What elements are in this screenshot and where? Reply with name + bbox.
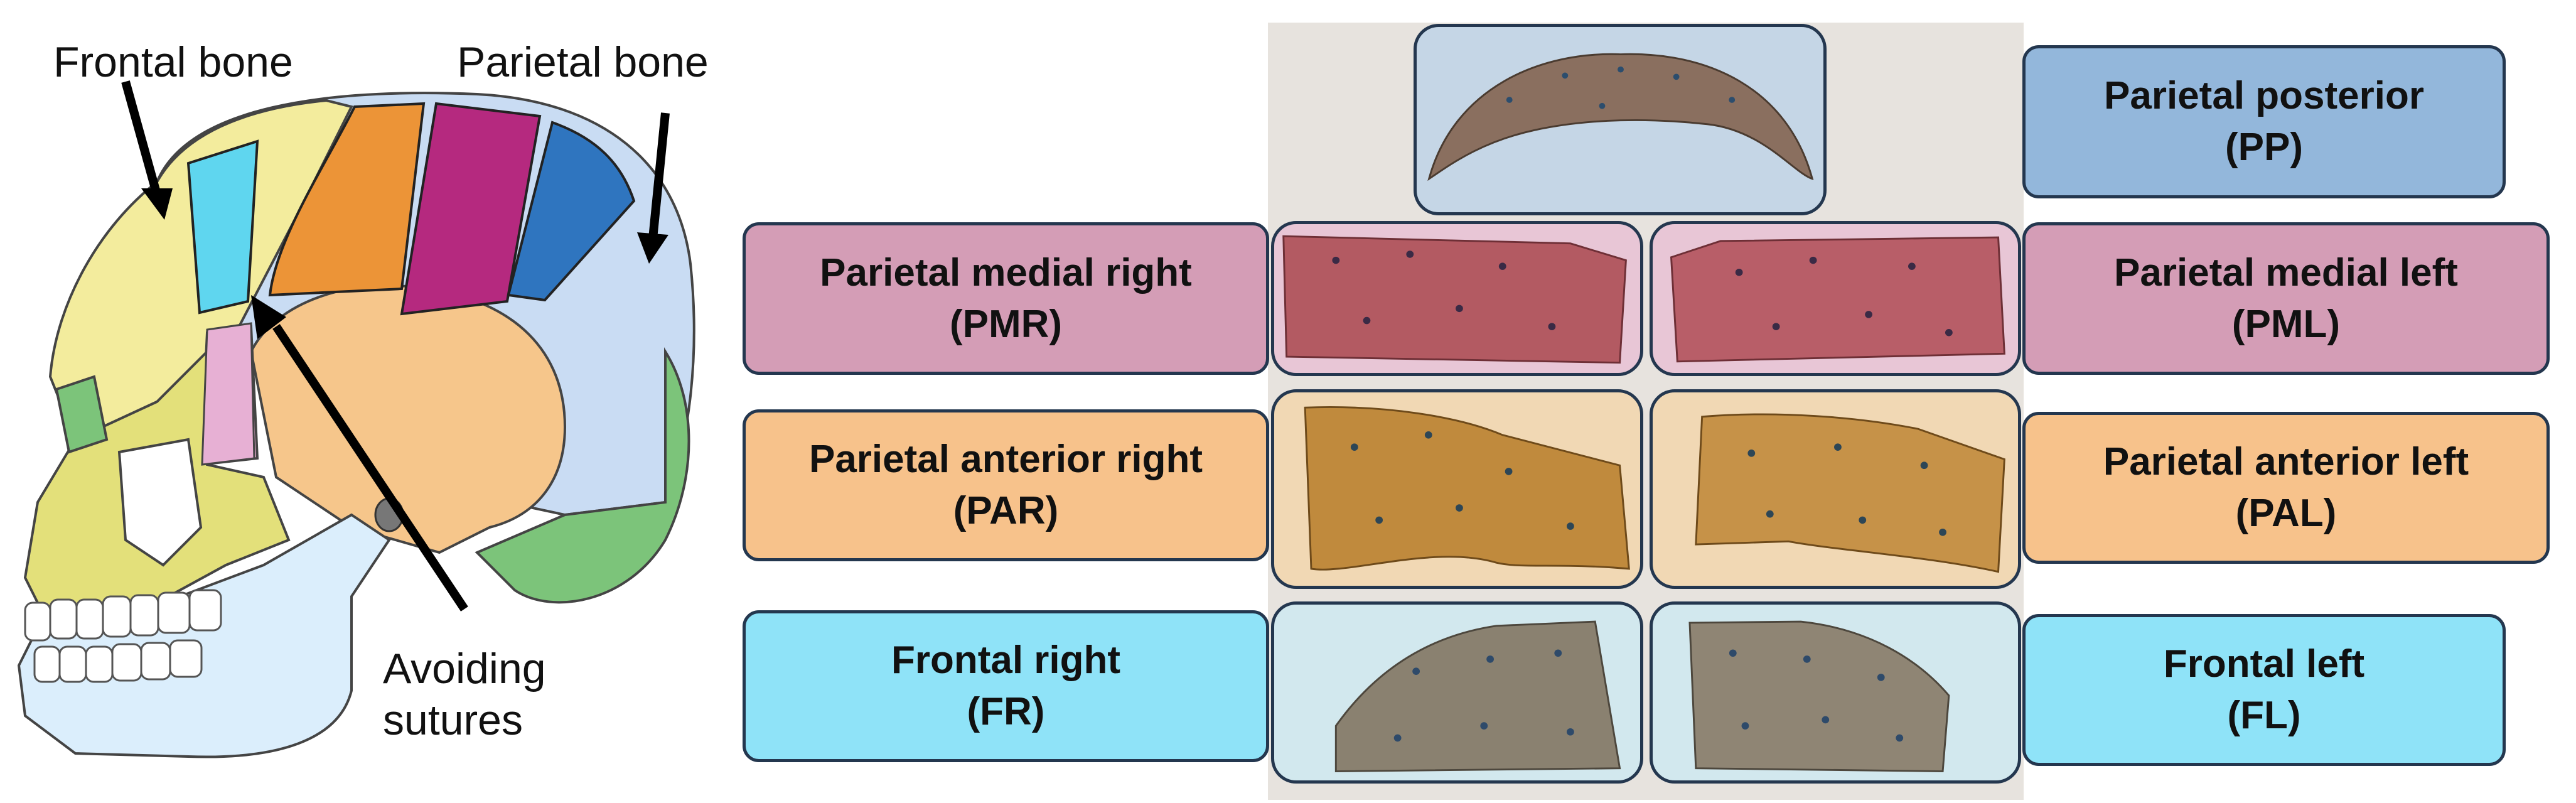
nasal-area: [117, 438, 203, 567]
sample-fl-bone: [1688, 620, 1950, 772]
temporal-bone: [249, 284, 567, 554]
label-par-abbr: (PAR): [953, 489, 1059, 532]
skull-illustration: Frontal bone Parietal bone Avoiding sutu…: [17, 38, 709, 758]
avoiding-sutures-label-line1: Avoiding: [383, 645, 546, 693]
label-fr-name: Frontal right: [891, 639, 1121, 682]
sample-fr-bone: [1334, 620, 1621, 772]
label-fl-name: Frontal left: [2163, 642, 2365, 686]
region-sphenoid-sample: [201, 322, 255, 466]
sample-parietal-anterior-right: [1271, 389, 1643, 589]
sample-pal-bone: [1695, 413, 2005, 573]
sample-frontal-right: [1271, 601, 1643, 784]
frontal-bone-label: Frontal bone: [53, 38, 293, 86]
label-parietal-anterior-right: Parietal anterior right (PAR): [743, 409, 1269, 561]
label-fr-abbr: (FR): [967, 690, 1045, 733]
teeth: [24, 589, 222, 683]
label-par-name: Parietal anterior right: [808, 438, 1203, 482]
label-pmr-name: Parietal medial right: [820, 251, 1192, 294]
sample-par-bone: [1304, 406, 1630, 571]
mandible: [17, 513, 391, 758]
label-pmr-abbr: (PMR): [949, 302, 1063, 346]
label-pml-name: Parietal medial left: [2114, 251, 2458, 294]
skull-diagram: Frontal bone Parietal bone Avoiding sutu…: [0, 0, 753, 800]
label-pml-abbr: (PML): [2231, 302, 2341, 346]
label-parietal-posterior: Parietal posterior (PP): [2022, 45, 2506, 198]
parietal-bone-label: Parietal bone: [457, 38, 709, 86]
sample-parietal-posterior: [1414, 24, 1827, 215]
ethmoid-bone: [55, 375, 109, 454]
region-frontal: [186, 139, 259, 315]
sample-parietal-posterior-bone: [1427, 53, 1814, 181]
sample-pmr-bone: [1282, 235, 1627, 364]
label-pal-abbr: (PAL): [2235, 492, 2337, 535]
label-parietal-medial-left: Parietal medial left (PML): [2022, 222, 2550, 375]
region-parietal-anterior: [268, 102, 426, 297]
label-pal-name: Parietal anterior left: [2103, 440, 2469, 484]
avoiding-sutures-label-line2: sutures: [383, 696, 523, 744]
label-fl-abbr: (FL): [2227, 694, 2301, 737]
label-parietal-posterior-abbr: (PP): [2225, 126, 2303, 169]
sample-pml-bone: [1670, 236, 2005, 363]
label-parietal-medial-right: Parietal medial right (PMR): [743, 222, 1269, 375]
label-parietal-anterior-left: Parietal anterior left (PAL): [2022, 412, 2550, 564]
arrows: [121, 80, 670, 612]
region-parietal-medial: [400, 102, 542, 316]
region-parietal-posterior: [507, 121, 636, 302]
sample-parietal-medial-right: [1271, 221, 1643, 376]
sample-frontal-left: [1650, 601, 2021, 784]
sample-parietal-anterior-left: [1650, 389, 2021, 589]
sample-parietal-medial-left: [1650, 221, 2021, 376]
label-frontal-left: Frontal left (FL): [2022, 614, 2506, 766]
occipital-bone: [475, 347, 690, 604]
label-parietal-posterior-name: Parietal posterior: [2104, 74, 2424, 118]
label-frontal-right: Frontal right (FR): [743, 610, 1269, 762]
